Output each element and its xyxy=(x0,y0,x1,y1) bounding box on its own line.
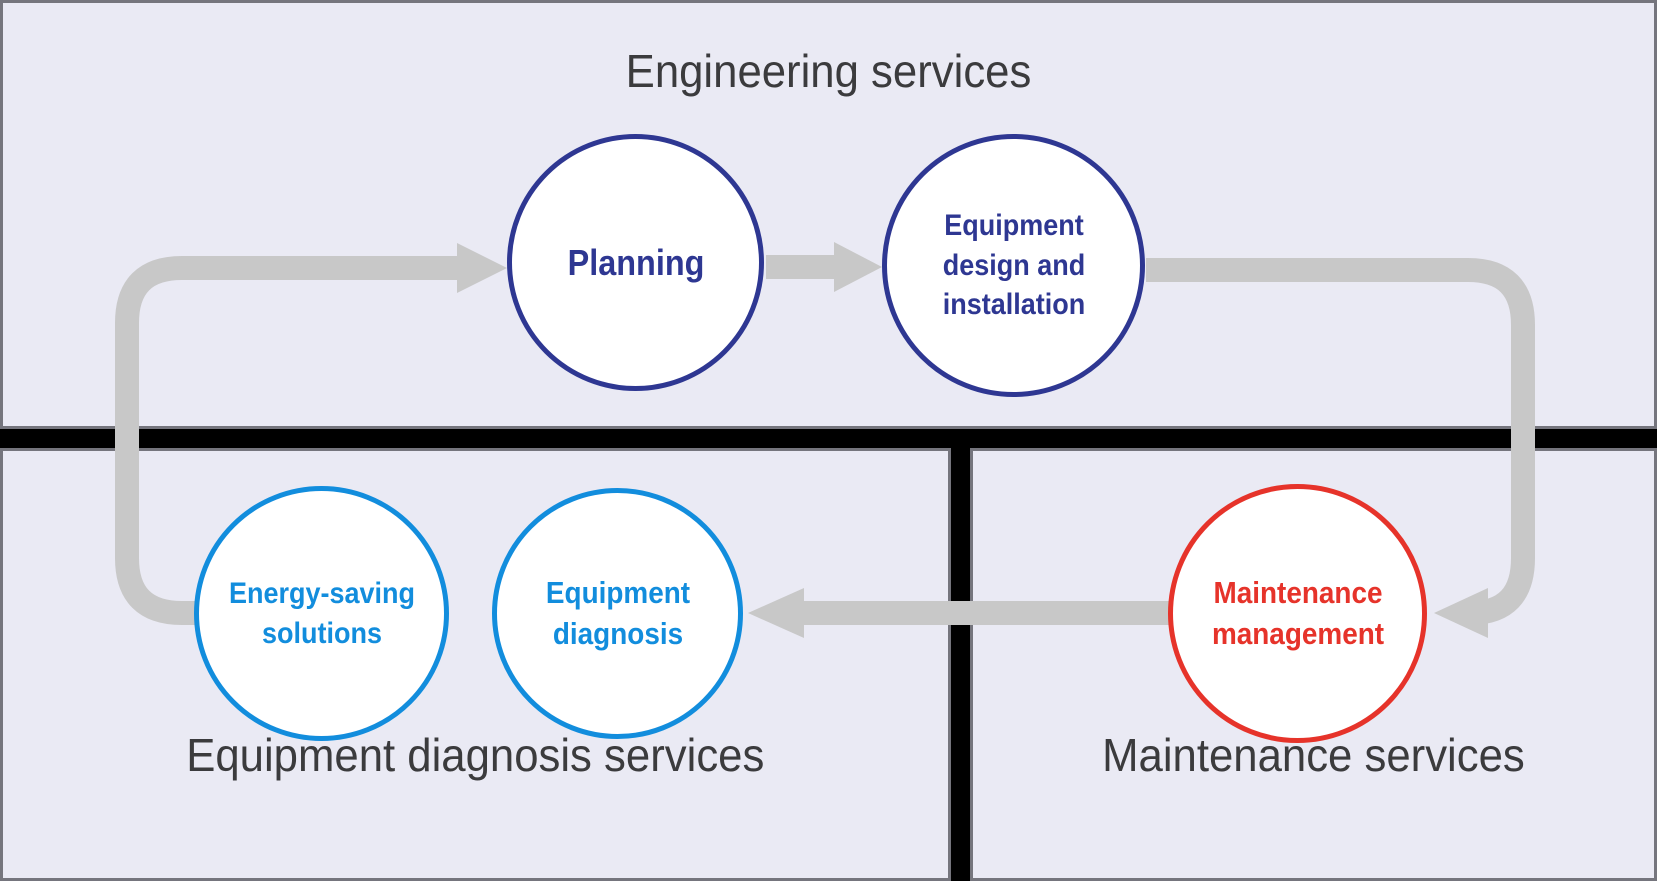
node-equipment-design-and-installation: Equipment design and installation xyxy=(882,134,1145,397)
node-equipment-diagnosis: Equipment diagnosis xyxy=(492,488,743,739)
edge-equipment-design-to-maintenance-arrow xyxy=(1146,258,1535,638)
section-equipment-diagnosis-services xyxy=(0,448,951,881)
edge-energy-saving-to-planning-arrow xyxy=(115,243,507,625)
section-engineering-services xyxy=(0,0,1657,429)
edge-maintenance-to-equipment-diagnosis-arrow xyxy=(748,588,1173,638)
node-energy-saving-label: Energy-saving solutions xyxy=(228,576,415,650)
engineering-services-title: Engineering services xyxy=(625,45,1032,97)
node-energy-saving-solutions: Energy-saving solutions xyxy=(194,486,449,741)
node-planning: Planning xyxy=(507,134,764,391)
edge-planning-to-equipment-design-arrow xyxy=(766,242,882,292)
node-maintenance-management: Maintenance management xyxy=(1168,484,1427,743)
node-planning-label: Planning xyxy=(567,241,704,283)
node-maintenance-management-label: Maintenance management xyxy=(1211,574,1384,651)
node-equipment-design-label: Equipment design and installation xyxy=(942,209,1085,322)
equipment-diagnosis-services-title: Equipment diagnosis services xyxy=(186,729,765,781)
node-equipment-diagnosis-label: Equipment diagnosis xyxy=(545,574,690,651)
